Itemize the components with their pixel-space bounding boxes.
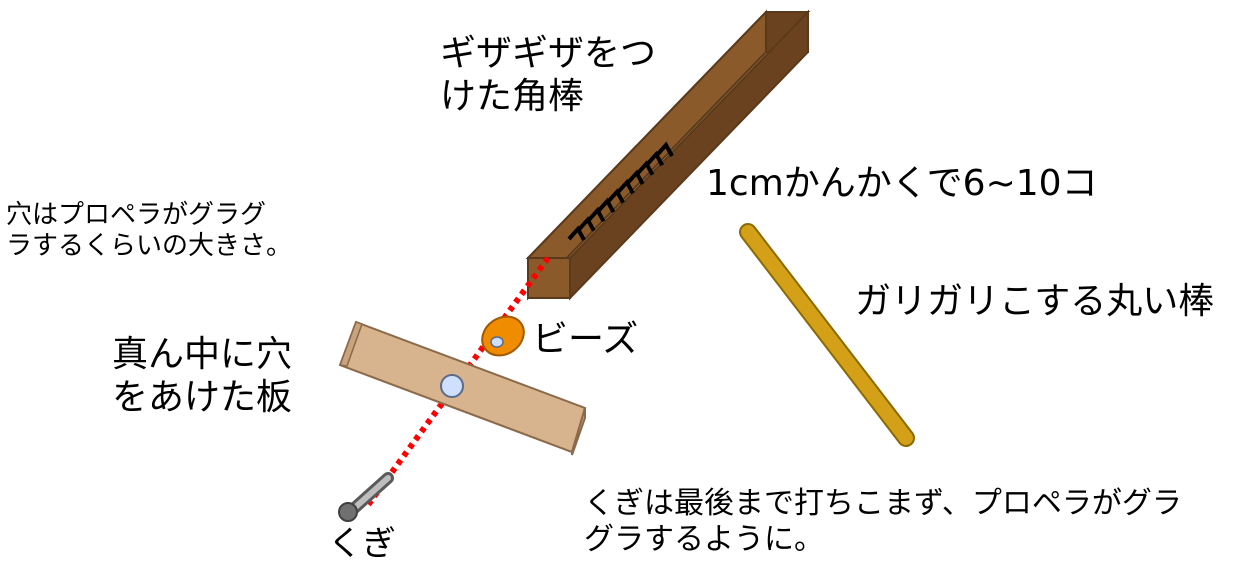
stick-notch	[577, 216, 596, 232]
notched-square-stick	[525, 9, 811, 301]
board-label-line2: をあけた板	[112, 377, 293, 419]
stick-label: ギザギザをつ けた角棒	[440, 32, 656, 118]
stick-notch	[596, 197, 616, 213]
bead	[481, 315, 525, 357]
stick-notch	[567, 225, 586, 241]
nail-note: くぎは最後まで打ちこまず、プロペラがグラ グラするように。	[584, 486, 1182, 558]
rod-label: ガリガリこする丸い棒	[855, 281, 1215, 322]
bead-hole	[490, 336, 504, 348]
board-hole	[440, 374, 464, 398]
stick-notch	[616, 178, 635, 195]
hole-size-note: 穴はプロペラがグラグ ラするくらいの大きさ。	[6, 200, 292, 262]
hole-size-note-line2: ラするくらいの大きさ。	[6, 231, 293, 262]
stick-label-line2: けた角棒	[440, 76, 585, 118]
rod-body	[741, 225, 913, 445]
board-with-hole	[338, 320, 587, 456]
stick-notch	[655, 141, 674, 157]
bead-label: ビーズ	[532, 319, 639, 360]
board-label: 真ん中に穴 をあけた板	[112, 333, 292, 419]
stick-notch	[626, 169, 645, 185]
bead-body	[481, 315, 525, 357]
stick-notch	[587, 206, 606, 223]
board-left-edge	[338, 321, 363, 367]
stick-notch	[635, 160, 655, 176]
nail-note-line2: グラするように。	[584, 522, 824, 557]
nail-label: くぎ	[328, 524, 396, 564]
nail-shaft-highlight	[347, 475, 391, 515]
round-rod	[739, 223, 915, 447]
board-right-edge	[571, 407, 586, 456]
nail	[338, 472, 394, 522]
nail-note-line1: くぎは最後まで打ちこまず、プロペラがグラ	[584, 486, 1182, 521]
notch-spacing-label: 1cmかんかくで6~10コ	[706, 163, 1098, 204]
nail-head	[338, 502, 358, 522]
board-label-line1: 真ん中に穴	[112, 334, 293, 375]
hole-size-note-line1: 穴はプロペラがグラグ	[6, 200, 267, 230]
stick-notch	[645, 150, 664, 167]
stick-label-line1: ギザギザをつ	[440, 33, 657, 74]
stick-notch	[606, 188, 625, 204]
stick-notches	[567, 141, 674, 241]
